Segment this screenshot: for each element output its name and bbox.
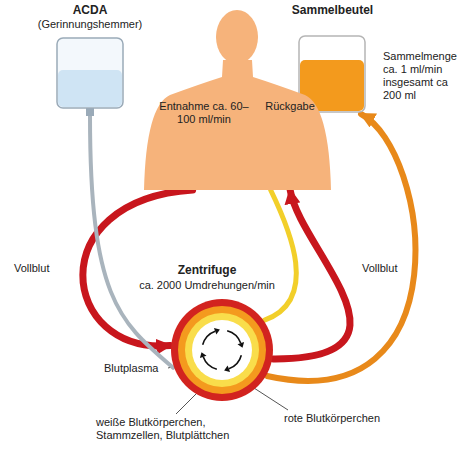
- patient-silhouette: Entnahme ca. 60–100 ml/min Rückgabe: [140, 8, 335, 190]
- tube-connector: [265, 190, 297, 320]
- flow-label: Vollblut: [12, 262, 51, 275]
- red-cell-ring: [171, 299, 273, 401]
- leader-line: [254, 388, 288, 410]
- withdrawal-note: Entnahme ca. 60–100 ml/min: [154, 100, 254, 126]
- white-cell-ring: [178, 306, 266, 394]
- cells-label: weiße Blutkörperchen, Stammzellen, Blutp…: [96, 416, 246, 442]
- centrifuge-title: Zentrifuge: [95, 264, 319, 277]
- plasma-label: Blutplasma: [104, 362, 174, 375]
- centrifuge-outline: [170, 298, 274, 402]
- anticoagulant-fluid: [58, 70, 122, 107]
- red-cells-label: rote Blutkörperchen: [284, 412, 404, 425]
- plasma-ring: [185, 313, 259, 387]
- tube-connector: [273, 190, 350, 359]
- leader-line: [176, 393, 197, 414]
- bag-title: ACDA: [35, 4, 145, 17]
- rotation-arrow: [203, 357, 217, 369]
- return-note: Rückgabe: [258, 100, 322, 113]
- bag-subtitle: (Gerinnungshemmer): [35, 18, 145, 31]
- centrifuge: Zentrifugeca. 2000 Umdrehungen/min: [170, 298, 274, 402]
- bag-outlet: [86, 108, 94, 116]
- rotation-arrowhead: [224, 366, 230, 373]
- rotation-arrow: [203, 331, 215, 345]
- patient-silhouette-outline: [140, 8, 335, 190]
- rotation-arrowhead: [214, 328, 220, 335]
- bag-title: Sammelbeutel: [285, 4, 380, 17]
- bag-outline: [57, 38, 123, 108]
- rotation-arrow: [229, 355, 241, 369]
- collection-note: Sammelmenge ca. 1 ml/min insgesamt ca 20…: [383, 50, 469, 102]
- acda-bag-outline: [55, 36, 125, 116]
- centrifuge-speed: ca. 2000 Umdrehungen/min: [95, 279, 319, 292]
- acda-bag: ACDA(Gerinnungshemmer): [35, 4, 145, 116]
- torso: [144, 60, 331, 190]
- rotation-arrowhead: [238, 342, 245, 348]
- flow-label: Vollblut: [360, 262, 399, 275]
- tube-connector: [83, 190, 193, 346]
- head: [216, 10, 258, 64]
- rotation-arrowhead: [200, 352, 207, 358]
- rotation-arrow: [227, 331, 241, 343]
- centrifuge-core: [192, 320, 252, 380]
